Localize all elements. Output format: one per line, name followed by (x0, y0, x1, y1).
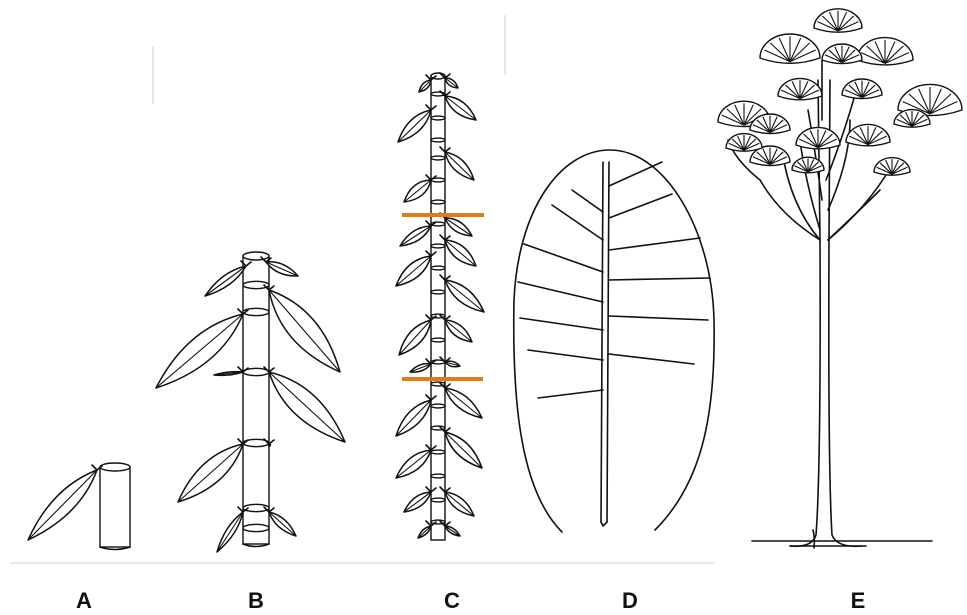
crown-leaf (760, 34, 820, 63)
leaf (264, 285, 340, 372)
crown-leaf (814, 9, 862, 32)
crown-leaf (726, 134, 762, 152)
leaf-vein (609, 354, 694, 364)
leaf-vein (609, 316, 708, 320)
leaf-vein (572, 190, 603, 212)
stem-cylinder (100, 463, 130, 550)
stem-node (431, 200, 445, 204)
leaf-vein (518, 282, 603, 302)
stem-node (431, 404, 445, 408)
tree-branch (828, 190, 880, 240)
leaf-vein (524, 244, 603, 272)
leaf (440, 427, 482, 468)
panel-e-tree (718, 9, 962, 548)
tree-crown (718, 9, 962, 175)
leaf (156, 309, 248, 388)
leaf-vein (609, 278, 710, 280)
leaf-vein (609, 238, 700, 250)
leaf (440, 275, 484, 312)
stem-node (243, 308, 269, 315)
leaf-vein (552, 205, 603, 240)
tree-branch (808, 110, 822, 200)
stem-node (431, 138, 445, 142)
stem-node (431, 156, 445, 160)
stem-node (431, 498, 445, 502)
panel-d-single-leaf (514, 150, 714, 532)
stem-node (431, 474, 445, 478)
leaf-midrib-right (607, 162, 609, 522)
leaf (396, 445, 436, 478)
panel-b-young-stem (156, 252, 345, 552)
panel-label-c: C (432, 588, 472, 614)
panel-label-d: D (610, 588, 650, 614)
crown-leaf (846, 124, 890, 145)
leaf-vein (609, 162, 662, 186)
stem-cylinder (243, 252, 269, 547)
crown-leaf (822, 44, 862, 64)
crown-leaf (874, 158, 910, 176)
leaf (440, 383, 482, 418)
stem-cylinder (431, 73, 445, 540)
leaf (396, 395, 436, 436)
panel-a-seedling (28, 463, 130, 550)
leaf-vein (528, 350, 603, 360)
leaf (28, 465, 102, 540)
stem-node (243, 524, 269, 531)
crown-leaf (857, 38, 913, 65)
stem-node (431, 450, 445, 454)
crown-leaf (778, 78, 822, 99)
leaf (396, 251, 436, 286)
leaf (398, 105, 436, 142)
panel-label-b: B (236, 588, 276, 614)
leaf-outline (514, 150, 714, 532)
stem-node (431, 266, 445, 270)
leaf-petiole-tip (601, 522, 607, 526)
stem-node (431, 116, 445, 120)
leaf-vein (520, 318, 603, 330)
figure-canvas (0, 0, 967, 580)
leaf (178, 439, 248, 502)
panel-c-tall-stem (396, 73, 484, 540)
leaf-vein (609, 194, 672, 218)
stem-node (431, 338, 445, 342)
stem-node (431, 244, 445, 248)
stem-node (431, 290, 445, 294)
leaf-midrib-left (601, 162, 603, 522)
leaf (264, 367, 345, 442)
panel-label-e: E (838, 588, 878, 614)
crown-leaf (842, 79, 882, 99)
tree-branch (760, 180, 820, 240)
crown-leaf (796, 127, 840, 148)
panel-label-a: A (64, 588, 104, 614)
leaf-vein (538, 390, 603, 398)
